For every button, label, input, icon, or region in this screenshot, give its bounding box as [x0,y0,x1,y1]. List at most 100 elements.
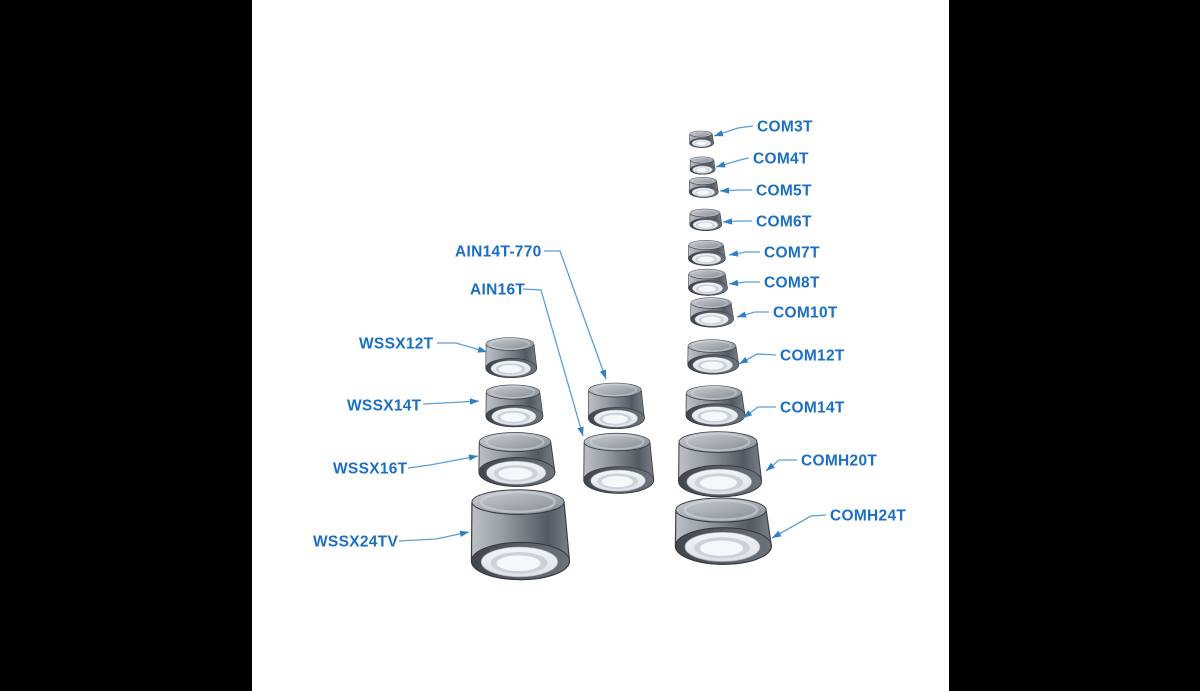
part-label: COM6T [756,214,812,231]
bearing-top-chamfer [691,269,723,279]
part-group: AIN16T [470,282,655,494]
leader-line [771,514,827,539]
bearing-top-chamfer [490,385,536,399]
leader-line [522,288,584,437]
bearing-bore [699,540,744,556]
part-group: COM4T [689,151,809,175]
part-group: AIN14T-770 [455,244,645,429]
leader-arrowhead [459,530,469,537]
bearing-top-chamfer [479,490,557,514]
part-label: WSSX24TV [313,534,398,551]
part-group: COM8T [688,268,820,296]
bearing-top-face [678,431,758,453]
bearing-bore [698,285,716,293]
leader-arrowhead [599,369,606,379]
part-label: COM7T [764,245,820,262]
part-group: COM10T [690,297,838,328]
bearing-bore [695,141,707,146]
bearing-bore [697,256,715,263]
leader-line [398,531,470,542]
leader-arrowhead [737,311,747,318]
part-group: COM12T [687,339,845,375]
leader-arrowhead [743,410,753,418]
part-group: WSSX24TV [313,489,571,581]
bearing-top-face [688,268,726,280]
bearing-bore [699,476,738,490]
leader-arrowhead [772,530,782,538]
leader-line [422,400,480,405]
leader-arrowhead [714,130,724,137]
bearing-bore [701,316,721,324]
bearing-top-chamfer [691,131,711,137]
leader-line [407,455,479,469]
part-group: WSSX12T [359,336,538,379]
bearing-top-face [478,432,552,452]
bearing-top-chamfer [683,499,759,521]
bearing-top-face [685,385,743,401]
bearing-top-face [485,384,541,400]
bearing-top-face [583,432,651,452]
bearing-top-face [690,297,732,309]
bearing-bore [498,365,522,374]
bearing-bore [500,412,527,422]
bearing-bore [602,414,628,424]
bearing-top-chamfer [691,177,715,185]
part-label: COM12T [780,348,845,365]
bearing-bore [701,411,728,422]
part-group: COM14T [685,385,845,427]
bearing-bore [498,467,533,480]
leader-line [437,342,488,353]
part-label: COM8T [764,275,820,292]
part-label: COM3T [757,119,813,136]
part-label: COM4T [753,151,809,168]
part-label: WSSX14T [347,398,422,415]
leader-arrowhead [729,250,739,257]
bearing-top-chamfer [692,157,712,163]
part-group: COM6T [689,208,812,231]
drawing-area [252,0,949,691]
part-label: COM5T [756,183,812,200]
bearing-top-chamfer [692,209,718,217]
part-label: COM10T [773,305,838,322]
leader-arrowhead [739,356,749,364]
leader-arrowhead [716,161,726,168]
part-label: COMH20T [801,453,877,470]
part-group: WSSX16T [333,432,556,487]
leader-line [544,250,607,380]
bearing-bore [496,555,541,572]
part-label: AIN16T [470,282,525,299]
bearing-top-face [689,177,717,185]
bearing-top-chamfer [490,338,530,350]
part-group: COM3T [689,119,813,148]
part-label: AIN14T-770 [455,244,542,261]
bearing-top-chamfer [593,383,637,397]
bearing-top-chamfer [694,298,728,308]
bearing-bore [696,190,710,195]
bearing-top-face [675,497,767,523]
bearing-top-face [689,208,721,218]
part-label: WSSX16T [333,461,408,478]
leader-arrowhead [766,462,775,471]
part-group: WSSX14T [347,384,544,428]
part-label: COM14T [780,400,845,417]
leader-arrowhead [723,218,733,225]
part-group: COM5T [688,177,812,200]
bearing-bore [601,476,634,488]
bearing-top-chamfer [691,240,721,250]
bearing-top-face [485,337,535,351]
leader-arrowhead [729,279,739,287]
leader-arrowhead [477,346,487,353]
bearing-top-chamfer [485,433,545,451]
leader-arrowhead [720,187,730,194]
part-group: COMH20T [678,431,877,498]
leader-arrowhead [469,398,479,405]
bearing-top-face [689,130,713,138]
bearing-top-chamfer [589,434,645,450]
bearing-bore [696,168,708,173]
bearing-bore [700,361,724,370]
part-group: COMH24T [674,497,906,565]
bearing-top-chamfer [685,432,751,452]
bearing-top-face [471,489,565,515]
bearing-top-face [687,339,737,353]
